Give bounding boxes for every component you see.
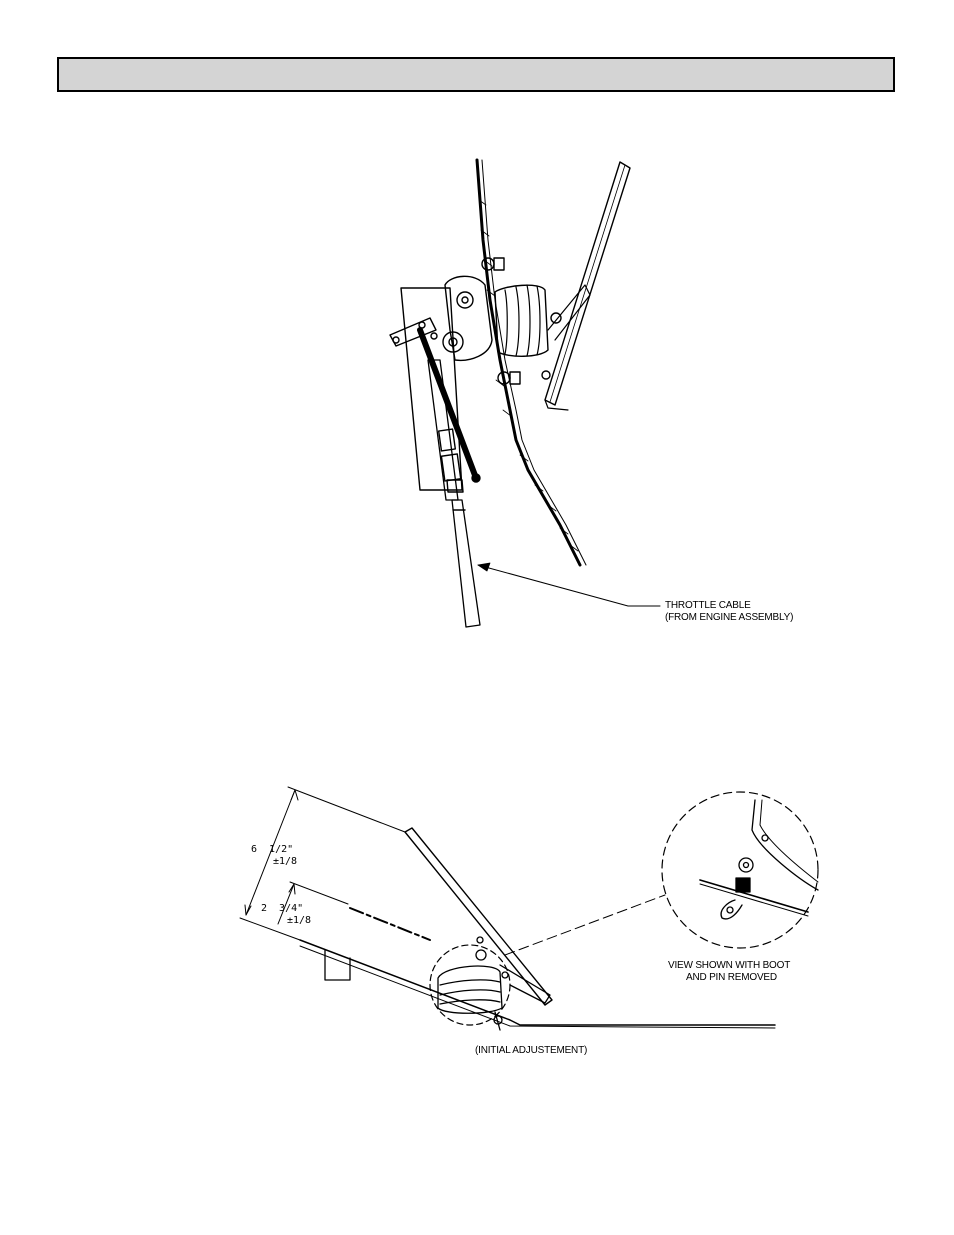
floor-line: [299, 939, 776, 1026]
bellows-boot: [494, 284, 549, 357]
linkage-rod: [417, 327, 479, 481]
detail-connector: [504, 894, 666, 956]
dim-outer-line: [245, 789, 296, 916]
dim-inner-extension: [289, 881, 349, 905]
dim-inner-value: 2 3/4": [261, 903, 304, 914]
firewall: [475, 158, 582, 567]
mount-bracket: [400, 287, 463, 491]
figure-caption: (INITIAL ADJUSTEMENT): [475, 1045, 588, 1056]
detail-note-line1: VIEW SHOWN WITH BOOT: [668, 960, 791, 971]
dim-outer-value: 6 1/2": [251, 844, 294, 855]
dim-outer-tolerance: ±1/8: [273, 856, 298, 867]
boot-detail-circle: [429, 944, 511, 1026]
callout-leader: [477, 564, 661, 607]
header-bar: [57, 57, 895, 92]
throttle-cable: [451, 499, 481, 628]
pin-detail-circle: [661, 791, 819, 949]
dim-base-extension: [239, 917, 301, 941]
throttle-cable-label-line2: (FROM ENGINE ASSEMBLY): [665, 612, 794, 623]
dim-outer-extension: [287, 786, 406, 833]
dim-inner-line: [277, 883, 295, 925]
detail-note-line2: AND PIN REMOVED: [686, 972, 777, 983]
pedal-arm-side: [404, 827, 553, 1006]
throttle-cable-label-line1: THROTTLE CABLE: [665, 600, 751, 611]
dim-inner-tolerance: ±1/8: [287, 915, 312, 926]
